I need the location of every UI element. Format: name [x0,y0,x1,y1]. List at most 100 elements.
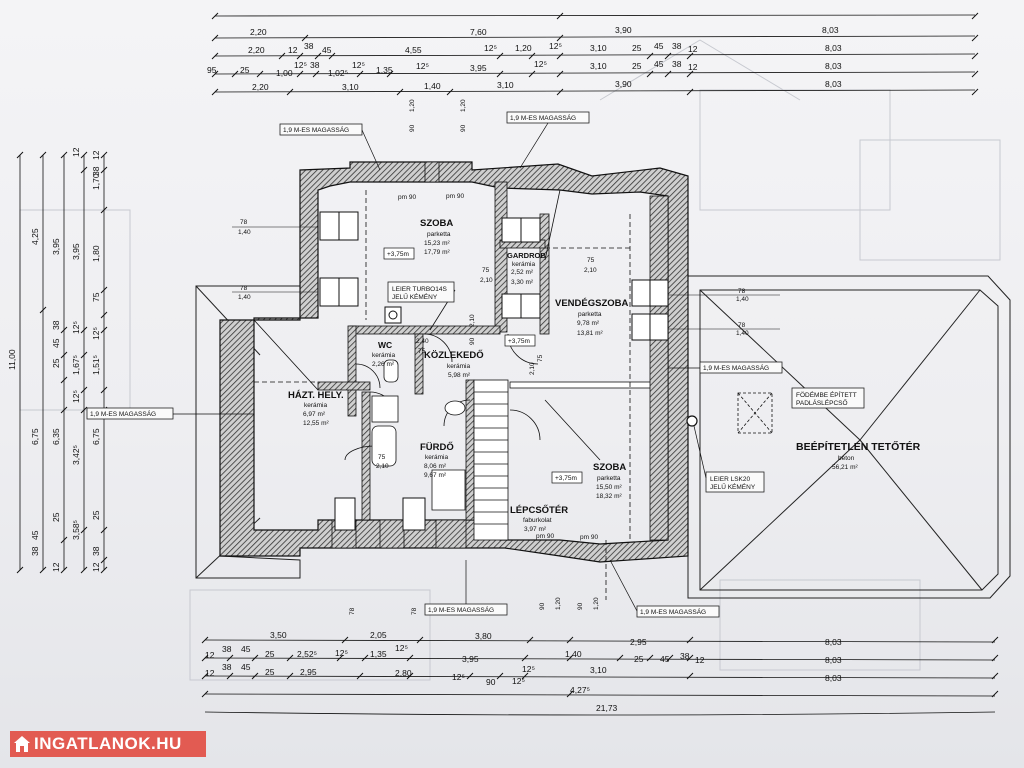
svg-text:1,20: 1,20 [593,597,600,610]
dim-top-r4-16: 8,03 [825,61,842,71]
svg-text:90: 90 [577,602,584,610]
svg-text:1,40: 1,40 [238,294,251,301]
dimension-tick [80,151,88,159]
level-marker-1: +3,75m [387,251,409,258]
room-szoba2-floor: parketta [597,475,621,482]
dim-top-r3-1: 12 [288,45,298,55]
dim-top-r4-5: 1,02⁵ [328,68,348,78]
dimension-tick [971,12,979,20]
dimension-tick [60,351,68,359]
dim-left-small-13: 45 [30,530,40,540]
dim-bot-r2-6: 1,35 [370,649,387,659]
dimension-tick [556,88,564,96]
room-vendeg-floor: parketta [578,311,602,318]
room-szoba2-name: SZOBA [593,462,626,473]
room-szoba1-name: SZOBA [420,218,453,229]
room-lepcso-floor: faburkolat [523,517,552,524]
dimension-tick [211,34,219,42]
dim-left-small-17: 12 [91,562,101,572]
dimension-tick [521,672,529,680]
dim-bot-r3-9: 4,27⁵ [570,685,590,695]
room-wc-floor: kerámia [372,352,396,359]
dim-top-r3-2: 38 [304,41,314,51]
dimension-tick [16,566,24,574]
dim-left-c4-4: 3,58⁵ [71,520,81,540]
dim-bot-r2-13: 38 [680,651,690,661]
ingatlanok-logo[interactable]: INGATLANOK.HU [10,731,206,757]
dimension-tick [386,70,394,78]
svg-text:2,10: 2,10 [376,463,389,470]
dim-top-r3-0: 2,20 [248,45,265,55]
dimension-tick [211,12,219,20]
dim-bot-r2-1: 38 [222,644,232,654]
dimension-tick [80,326,88,334]
dim-left-total: 11,00 [7,349,17,370]
dim-bot-r2-14: 12 [695,655,705,665]
dim-top-r4-7: 1,35 [376,65,393,75]
dimension-tick [356,70,364,78]
room-kozl-floor: kerámia [447,363,471,370]
room-furdo-name: FÜRDŐ [420,441,454,453]
svg-text:90: 90 [409,124,416,132]
dimension-tick [251,654,259,662]
dim-left-c1-0: 4,25 [30,228,40,245]
dim-top-r4-3: 12⁵ [294,60,307,70]
room-vendeg-name: VENDÉGSZOBA [555,298,629,309]
chimney-labels: LEIER TURBO14S JELŰ KÉMÉNY LEIER LSK20 J… [387,281,865,493]
magassag-box-5: 1,9 M-ES MAGASSÁG [428,605,494,614]
dim-left-small-0: 12 [71,147,81,157]
attic-stair-box [737,392,773,434]
fodem-line1: FÖDÉMBE ÉPÍTETT [796,390,857,399]
dimension-tick [686,88,694,96]
dimension-tick [686,52,694,60]
level-marker-2: +3,75m [508,338,530,345]
dim-top-r4-10: 12⁵ [534,59,547,69]
dimension-tick [211,52,219,60]
dimension-tick [664,70,672,78]
svg-text:2,10: 2,10 [529,362,536,375]
dimension-tick [341,636,349,644]
dimension-tick [416,636,424,644]
dimension-tick [80,406,88,414]
dim-left-c2-0: 3,95 [51,238,61,255]
dim-top-r3-12: 12 [688,44,698,54]
room-gardrob-a1: 2,52 m² [511,269,534,276]
svg-text:78: 78 [738,322,746,329]
room-gardrob-a2: 3,30 m² [511,279,534,286]
room-tetoter-name: BEÉPÍTETLEN TETŐTÉR [796,440,921,453]
svg-text:2,40: 2,40 [416,338,429,345]
room-hazt-floor: kerámia [304,402,328,409]
magassag-box-3: 1,9 M-ES MAGASSÁG [90,409,156,418]
dimension-tick [301,34,309,42]
leier1-line2: JELŰ KÉMÉNY [392,292,438,301]
dim-bot-r2-5: 12⁵ [335,648,348,658]
dimension-tick [971,34,979,42]
dim-top-r4-15: 12 [688,62,698,72]
dim-top-r4-2: 1,00 [276,68,293,78]
dimension-tick [296,52,304,60]
room-hazt-a2: 12,55 m² [303,420,329,427]
dim-top-r4-1: 25 [240,65,250,75]
dimension-tick [406,654,414,662]
dimension-texts-left: 11,00 4,25 6,75 3,95 6,35 3,95 3,42⁵ 1,7… [7,147,101,572]
windows [319,211,669,531]
dimension-tick [231,70,239,78]
dim-bot-r1-1: 2,05 [370,630,387,640]
level-markers: +3,75m +3,75m +3,75m [383,247,583,484]
label-pm90-1: pm 90 [536,533,554,540]
dim-top-r1-1: 3,90 [615,25,632,35]
dim-left-small-7: 1,67⁵ [71,355,81,375]
dim-bot-r3-7: 90 [486,677,496,687]
dimension-tick [60,151,68,159]
room-hazt-name: HÁZT. HELY. [288,390,344,401]
dim-bot-r4-0: 21,73 [596,703,618,713]
dim-bot-r3-6: 12⁵ [452,672,465,682]
dim-bot-r2-2: 45 [241,644,251,654]
dim-left-small-6: 12⁵ [71,321,81,334]
dimension-tick [556,12,564,20]
height-lines [254,190,631,600]
dimension-tick [991,654,999,662]
dimension-tick [446,88,454,96]
